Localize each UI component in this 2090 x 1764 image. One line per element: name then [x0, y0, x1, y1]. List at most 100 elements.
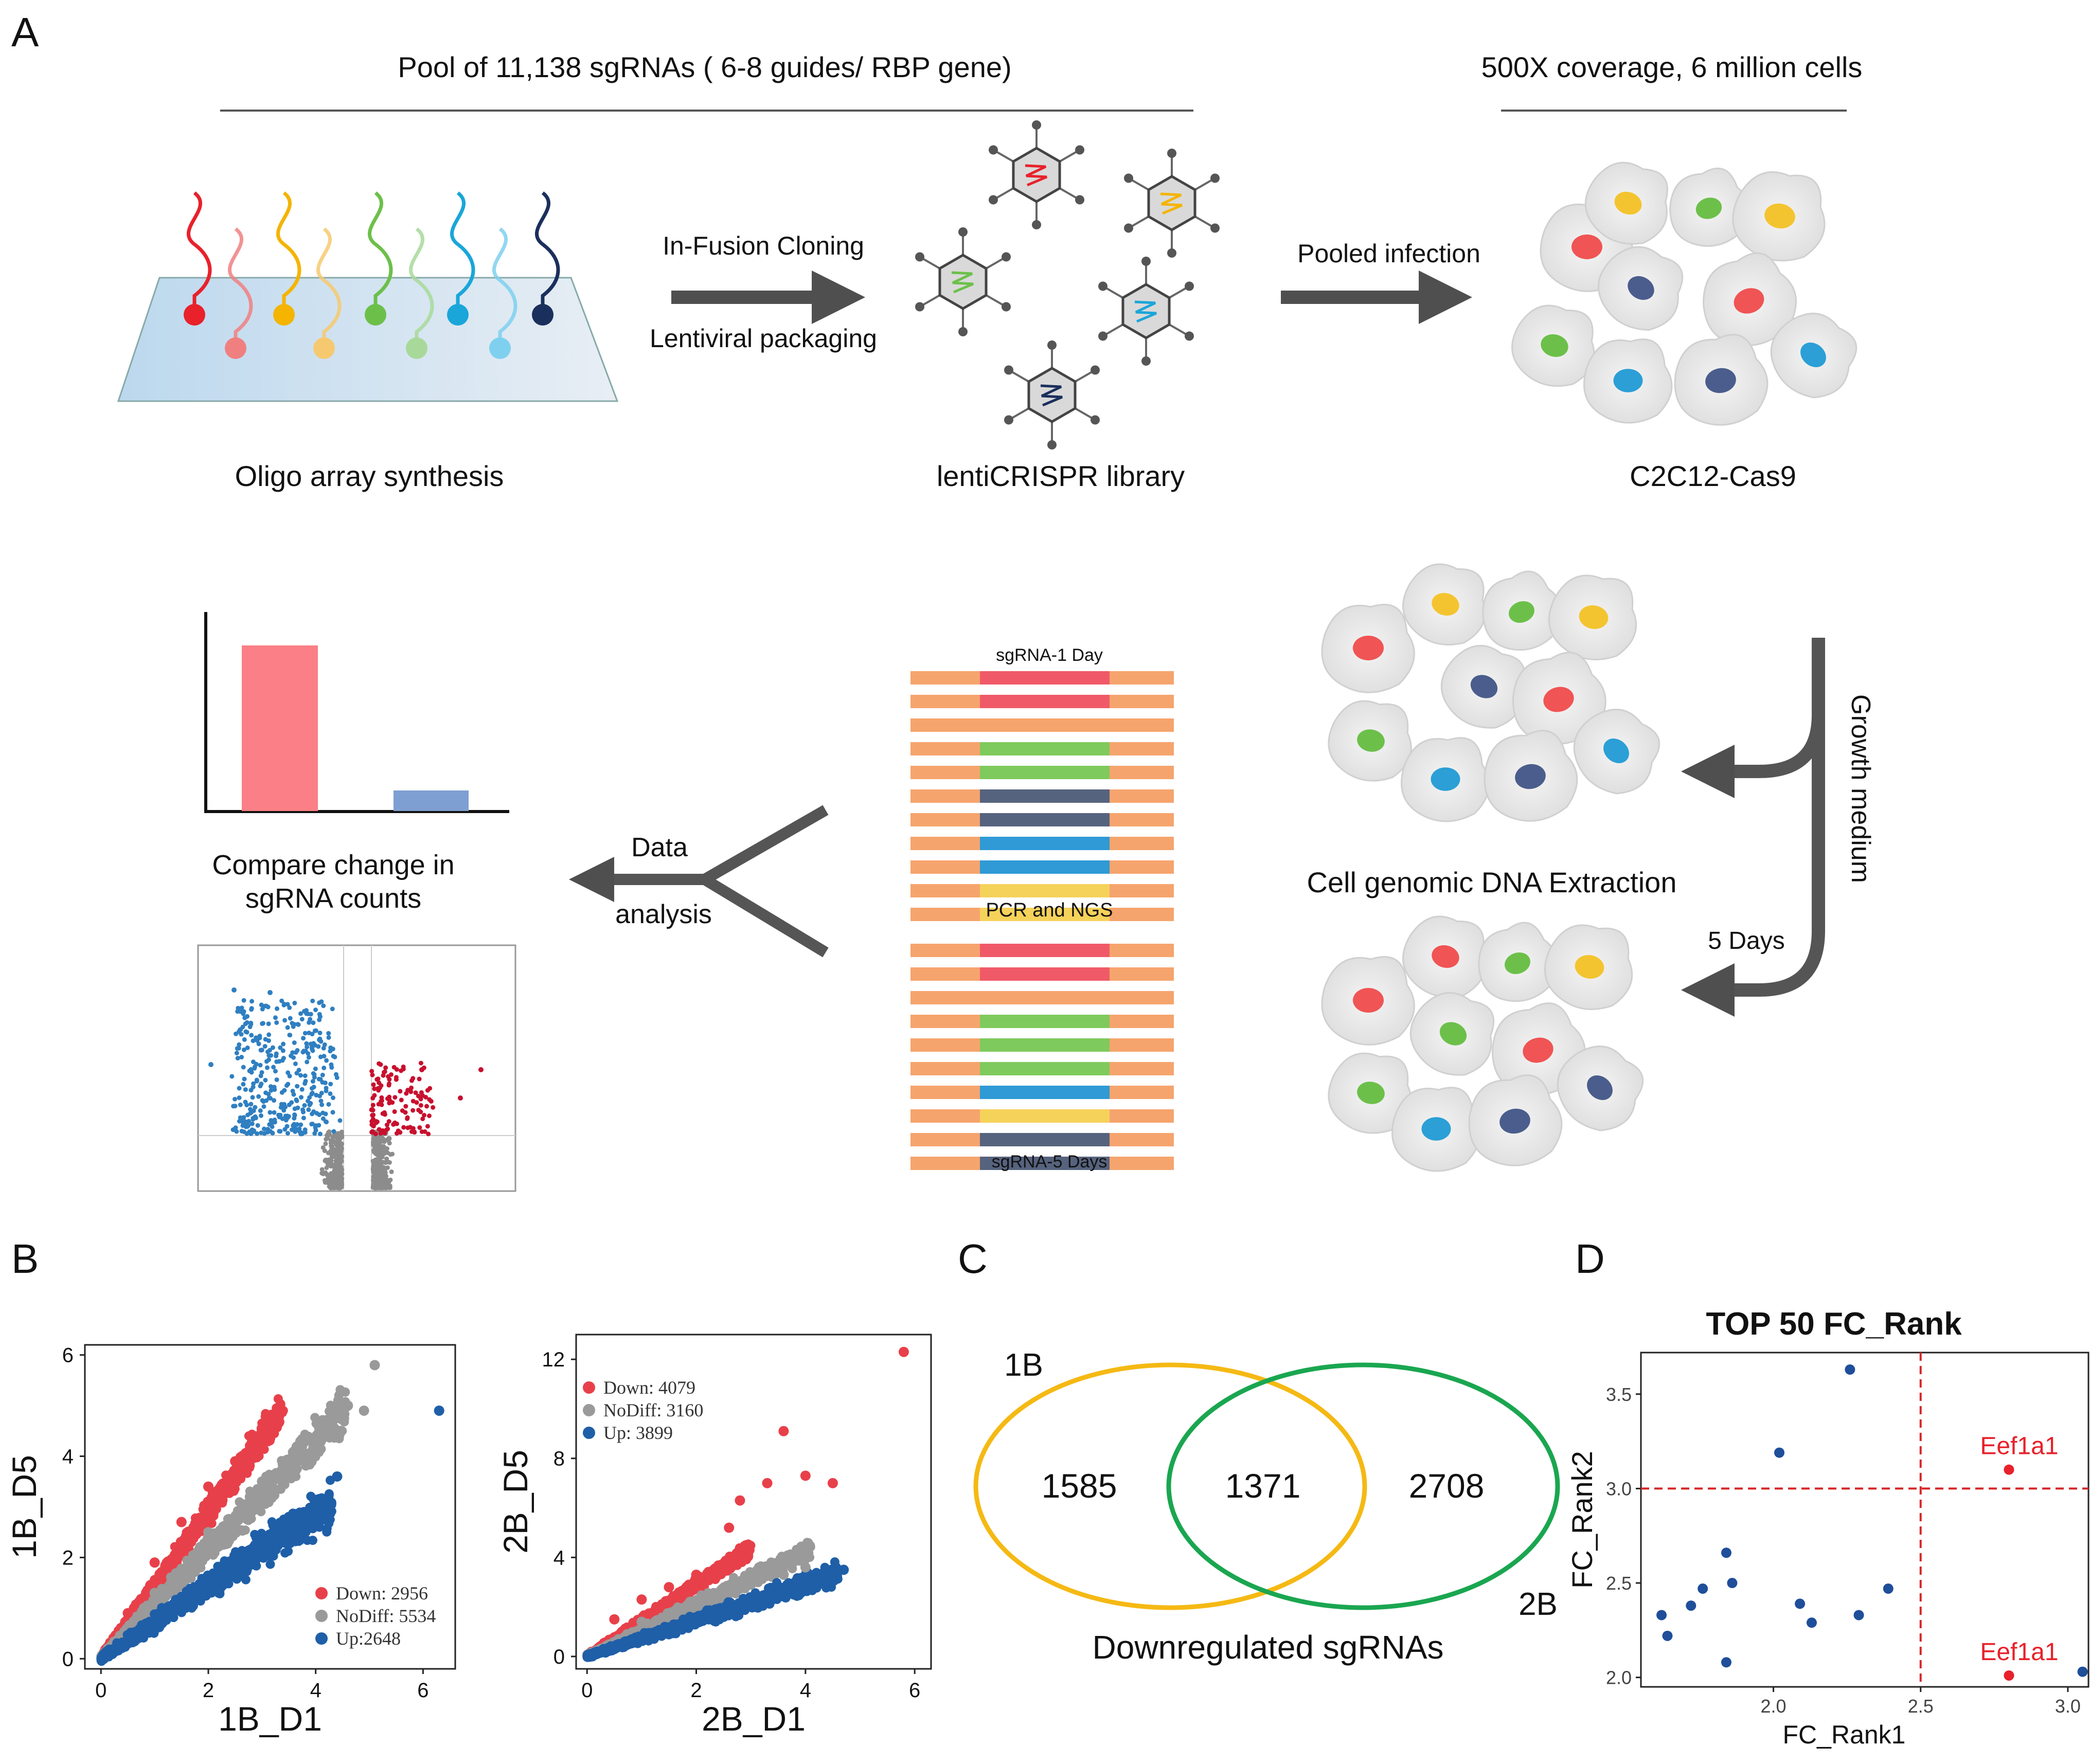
scatter-point-dense	[341, 1387, 350, 1397]
volcano-point-up	[251, 1117, 256, 1122]
volcano-point-up	[241, 1009, 246, 1014]
legend-marker	[315, 1587, 328, 1599]
volcano-point-down	[372, 1086, 377, 1091]
volcano-point	[384, 1156, 389, 1161]
volcano-point-down	[387, 1097, 392, 1103]
oligo-strand	[534, 191, 560, 315]
scatter-point	[332, 1471, 343, 1482]
volcano-point-up	[249, 1121, 255, 1126]
volcano-point-up	[241, 1047, 246, 1052]
cell-nucleus	[1541, 334, 1568, 357]
read-sgrna	[980, 718, 1110, 732]
virus-capsid	[1012, 147, 1061, 203]
scatter-point-dense	[149, 1576, 159, 1586]
scatter-point-dense	[192, 1590, 202, 1599]
volcano-point	[335, 1185, 341, 1191]
volcano-point-up	[239, 1055, 244, 1060]
cell-nucleus	[1695, 197, 1722, 219]
volcano-point-down	[426, 1113, 432, 1119]
virus-spike-tip	[988, 195, 998, 205]
volcano-point-up	[299, 1017, 305, 1022]
read-sgrna	[980, 1133, 1110, 1146]
volcano-point	[389, 1169, 394, 1174]
volcano-point-up	[307, 1095, 312, 1100]
scatter-point	[176, 1517, 187, 1527]
virus-sgrna	[1025, 164, 1047, 187]
volcano-point-up	[294, 1071, 299, 1076]
volcano-point	[374, 1166, 379, 1171]
volcano-point-up	[235, 1046, 240, 1051]
volcano-point-down	[369, 1069, 374, 1074]
cell-nucleus	[1499, 1108, 1530, 1134]
volcano-point-up	[322, 1042, 327, 1047]
oligo-bead	[489, 337, 511, 359]
y-tick-label: 2	[62, 1546, 74, 1569]
volcano-point-up	[301, 1036, 306, 1041]
volcano-point-up	[304, 1041, 309, 1046]
volcano-point-up	[313, 1066, 318, 1071]
volcano-point-up	[233, 1104, 238, 1109]
volcano-point-up	[275, 1006, 280, 1011]
volcano-point-up	[282, 1018, 288, 1023]
volcano-point-up	[323, 1119, 328, 1124]
cell-nucleus	[1579, 605, 1609, 629]
volcano-point-up	[330, 1006, 335, 1012]
scatter-point-dense	[101, 1651, 111, 1661]
volcano-point-up	[274, 1051, 279, 1056]
scatter-point-dense	[264, 1469, 274, 1479]
volcano-point-up	[237, 1119, 242, 1124]
volcano-point-up	[237, 1042, 242, 1047]
scatter-point-dense	[336, 1413, 346, 1423]
volcano-point-up	[330, 1095, 335, 1101]
volcano-point-up	[311, 1041, 316, 1046]
scatter-point-dense	[215, 1566, 224, 1576]
volcano-point-up	[251, 1081, 256, 1086]
scatter-point	[149, 1557, 160, 1568]
volcano-point-up	[328, 1091, 333, 1096]
volcano-point-up	[291, 1055, 296, 1060]
volcano-point-up	[235, 1056, 240, 1061]
oligo-strand	[492, 227, 517, 348]
scatter-point-dense	[273, 1534, 282, 1544]
volcano-point-down	[409, 1078, 415, 1083]
scatter-point	[230, 1557, 241, 1568]
volcano-point-down	[424, 1104, 429, 1109]
scatter-point-dense	[318, 1415, 328, 1425]
data-label: Data	[631, 833, 688, 862]
virus-spike-tip	[1002, 252, 1011, 262]
cell-nucleus	[1515, 764, 1546, 789]
volcano-point-up	[290, 1050, 295, 1055]
volcano-point-up	[264, 1059, 269, 1064]
volcano-point-up	[263, 1077, 268, 1083]
scatter-point-dense	[233, 1466, 242, 1475]
volcano-point-up	[310, 998, 315, 1003]
panel-label-a: A	[11, 9, 39, 55]
volcano-point-up	[320, 1072, 325, 1077]
oligo-bead	[273, 304, 295, 326]
cell-nucleus	[1439, 1022, 1467, 1046]
volcano-point-up	[319, 1102, 325, 1107]
scatter-point-dense	[241, 1575, 251, 1585]
read-sgrna	[980, 884, 1110, 897]
volcano-point-up	[241, 1117, 246, 1122]
volcano-point-down	[417, 1125, 422, 1130]
volcano-point-up	[331, 1129, 336, 1134]
volcano-point-up	[248, 1107, 253, 1112]
volcano-point-down	[370, 1103, 376, 1108]
virus-capsid	[1147, 175, 1196, 231]
volcano-point	[326, 1162, 331, 1167]
cell-nucleus	[1509, 601, 1534, 623]
volcano-point-down	[425, 1124, 430, 1129]
library-label: lentiCRISPR library	[937, 460, 1185, 492]
scatter-point-dense	[247, 1441, 257, 1451]
scatter-point	[203, 1481, 213, 1492]
volcano-point-down	[379, 1095, 384, 1100]
volcano-point-up	[233, 1096, 238, 1102]
volcano-point-down	[386, 1074, 391, 1079]
virus-spike-tip	[1032, 120, 1041, 130]
scatter-point-dense	[225, 1488, 235, 1498]
scatter-point-dense	[242, 1567, 252, 1576]
volcano-point-down	[428, 1099, 434, 1104]
read-sgrna	[980, 1062, 1110, 1075]
scatter-point-dense	[193, 1517, 203, 1526]
